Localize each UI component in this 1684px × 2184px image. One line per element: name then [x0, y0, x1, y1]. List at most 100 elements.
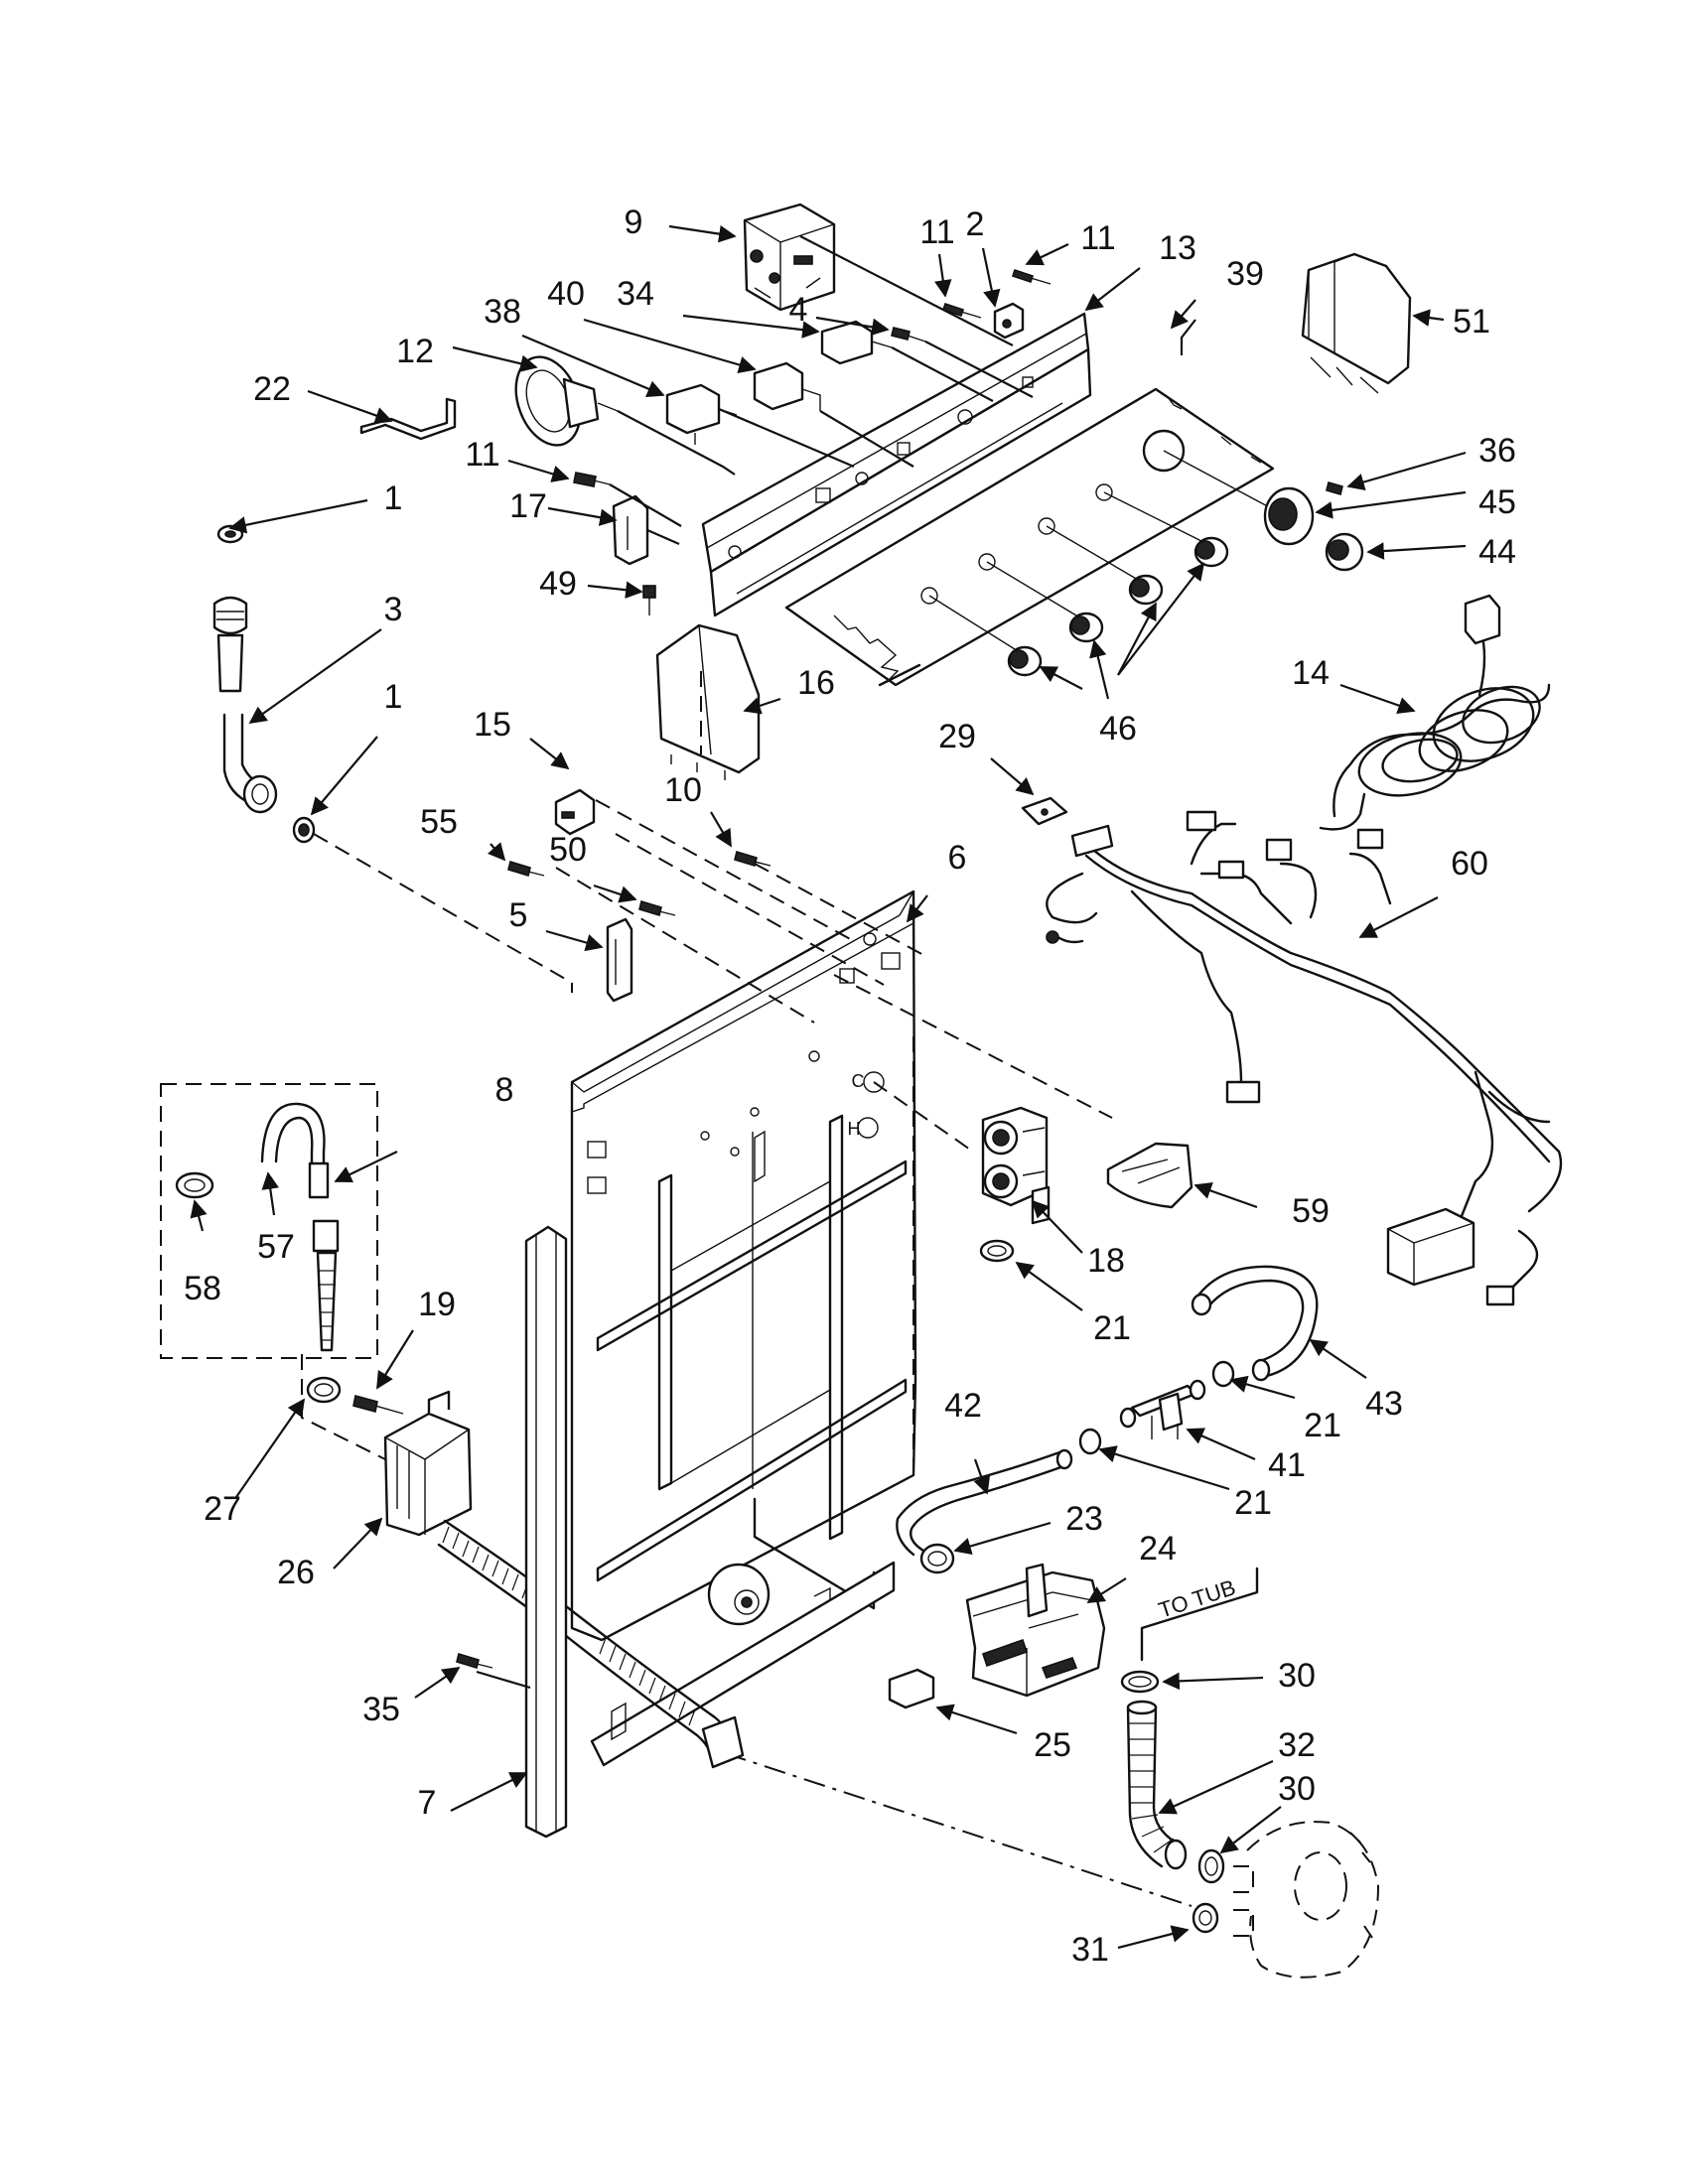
- label-38: 38: [484, 293, 521, 331]
- clamp-58: [175, 1171, 214, 1199]
- control-panel-rail-13: [701, 312, 1092, 617]
- label-4: 4: [789, 291, 808, 329]
- label-17: 17: [509, 487, 547, 525]
- label-21-middle: 21: [1234, 1484, 1272, 1522]
- label-1-top: 1: [384, 479, 403, 517]
- connector-41: [1119, 1379, 1206, 1439]
- dashed-guides: [301, 671, 1193, 1907]
- timer-part: [743, 203, 836, 312]
- label-57: 57: [257, 1228, 295, 1266]
- label-59: 59: [1292, 1192, 1330, 1230]
- clamp-23: [919, 1543, 955, 1574]
- clamp-21c: [1078, 1428, 1102, 1455]
- label-24: 24: [1139, 1530, 1177, 1568]
- label-36: 36: [1478, 432, 1516, 470]
- knob-44: [1325, 532, 1364, 572]
- label-11-top-right: 11: [1080, 219, 1115, 257]
- knob-46d: [928, 595, 1043, 677]
- label-27: 27: [204, 1490, 241, 1528]
- label-1-bottom: 1: [384, 678, 403, 716]
- hose-42: [896, 1448, 1073, 1557]
- part-labels: 9 11 2 11 13 39 51 34 40 4 38 12 22 36 4…: [184, 204, 1516, 1969]
- label-46: 46: [1099, 710, 1137, 748]
- label-9: 9: [625, 204, 643, 241]
- clamp-21a: [979, 1239, 1015, 1263]
- label-25: 25: [1034, 1726, 1071, 1764]
- screw-11a: [941, 302, 982, 319]
- label-21-right: 21: [1304, 1407, 1341, 1444]
- label-43: 43: [1365, 1385, 1403, 1423]
- label-11-top-left: 11: [919, 213, 954, 251]
- label-29: 29: [938, 718, 976, 755]
- label-31: 31: [1071, 1931, 1109, 1969]
- bracket-22: [359, 397, 457, 441]
- clamp-31: [1192, 1902, 1219, 1934]
- label-44: 44: [1478, 533, 1516, 571]
- label-55: 55: [420, 803, 458, 841]
- knob-46a: [1103, 491, 1229, 568]
- pump-26: [383, 1390, 473, 1537]
- end-cap-51: [1301, 252, 1412, 394]
- bracket-17: [612, 494, 649, 566]
- fill-hose-group: [212, 524, 316, 844]
- label-34: 34: [617, 275, 654, 313]
- label-12: 12: [396, 333, 434, 370]
- switch-38: [665, 383, 738, 445]
- label-10: 10: [664, 771, 702, 809]
- hose-3: [212, 596, 278, 814]
- screw-19: [352, 1395, 404, 1415]
- label-30-top: 30: [1278, 1657, 1316, 1695]
- label-19: 19: [418, 1286, 456, 1323]
- label-23: 23: [1065, 1500, 1103, 1538]
- label-51: 51: [1453, 303, 1490, 341]
- screw-50: [638, 899, 676, 917]
- bracket-5: [606, 917, 633, 1003]
- label-2: 2: [966, 205, 985, 243]
- clamp-27: [306, 1376, 342, 1404]
- label-15: 15: [474, 706, 511, 744]
- clamp-30-bottom: [1197, 1848, 1225, 1884]
- screw-49: [642, 585, 656, 615]
- label-13: 13: [1159, 229, 1196, 267]
- label-39: 39: [1226, 255, 1264, 293]
- label-50: 50: [549, 831, 587, 869]
- screw-4: [891, 327, 926, 342]
- tub-connection-group: TO TUB: [1120, 1567, 1380, 1979]
- screw-10: [734, 850, 772, 868]
- label-11-left: 11: [465, 436, 499, 474]
- knob-46b: [1046, 525, 1164, 606]
- label-32: 32: [1278, 1726, 1316, 1764]
- drain-hose: [437, 1519, 745, 1769]
- pump-housing-phantom: [1233, 1821, 1380, 1979]
- switch-40: [753, 361, 821, 411]
- wire-harness-60: [1046, 810, 1563, 1306]
- label-22: 22: [253, 370, 291, 408]
- switch-part: [993, 302, 1025, 340]
- label-30-bottom: 30: [1278, 1770, 1316, 1808]
- clamp-21b: [1211, 1360, 1235, 1388]
- label-16: 16: [797, 664, 835, 702]
- console-group: [359, 203, 1412, 780]
- kit-box-8: [160, 1083, 378, 1359]
- hose-57: [260, 1102, 340, 1352]
- label-18: 18: [1087, 1242, 1125, 1280]
- label-3: 3: [384, 591, 403, 628]
- label-35: 35: [362, 1691, 400, 1728]
- part-25: [888, 1668, 935, 1709]
- leader-lines: [190, 224, 1467, 1950]
- label-41: 41: [1268, 1446, 1306, 1484]
- clamp-30-top: [1120, 1670, 1160, 1694]
- label-26: 26: [277, 1554, 315, 1591]
- end-cap-16: [655, 623, 761, 780]
- hose-32: [1126, 1700, 1188, 1870]
- console-panel-39: [784, 387, 1275, 687]
- to-tub-label: TO TUB: [1156, 1574, 1239, 1622]
- label-7: 7: [418, 1784, 437, 1822]
- cabinet-back-panel-6: [570, 889, 917, 1767]
- bracket-59: [1106, 1142, 1193, 1209]
- label-42: 42: [944, 1387, 982, 1425]
- label-45: 45: [1478, 483, 1516, 521]
- label-8: 8: [495, 1071, 514, 1109]
- label-60: 60: [1451, 845, 1488, 883]
